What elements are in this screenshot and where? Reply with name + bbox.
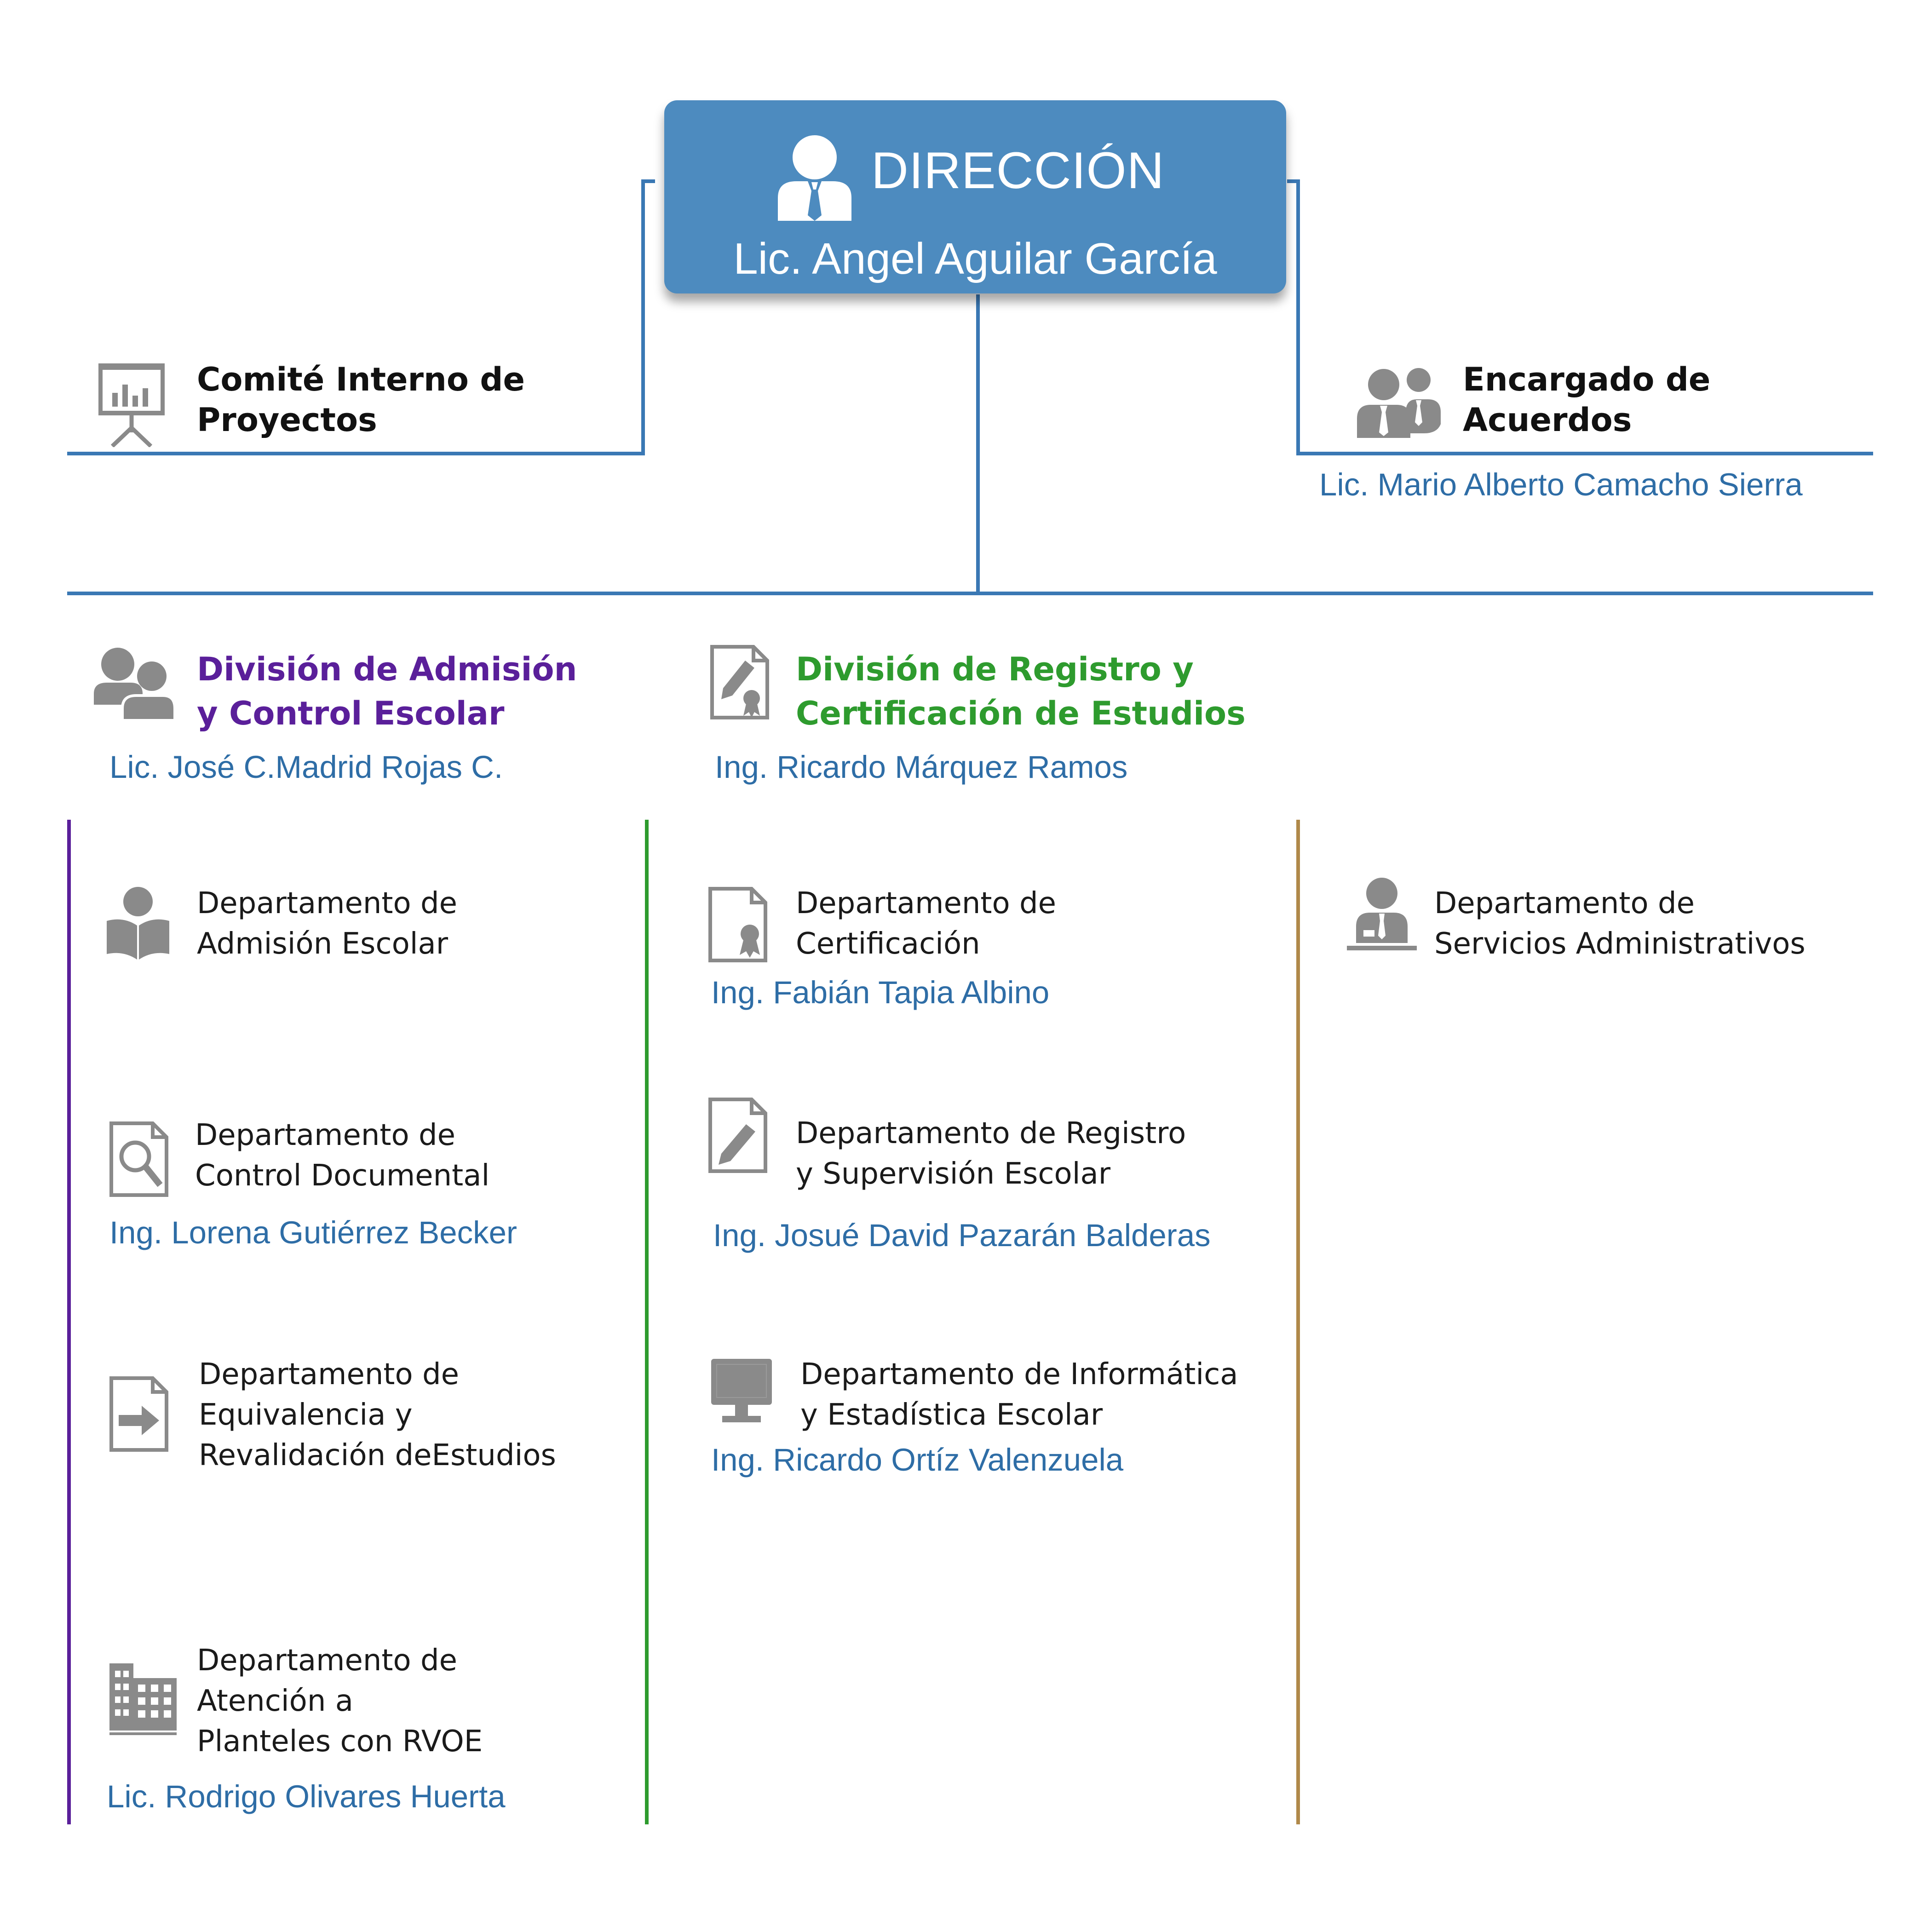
registro-dept-1-line2: Certificación (796, 927, 980, 961)
encargado-title-line2: Acuerdos (1463, 401, 1632, 439)
monitor-icon (709, 1357, 774, 1426)
director-icon (776, 133, 854, 221)
admision-title-line1: División de Admisión (197, 650, 577, 688)
column-line-administrativos (1296, 820, 1300, 1824)
admision-dept-4-line2: Atención a (197, 1684, 353, 1718)
encargado-person: Lic. Mario Alberto Camacho Sierra (1319, 467, 1803, 502)
admision-title-line2: y Control Escolar (197, 695, 505, 732)
administrativos-dept-1-line2: Servicios Administrativos (1434, 927, 1806, 961)
column-line-admision (67, 820, 71, 1824)
connector-left-horizontal (67, 452, 645, 455)
meeting-people-icon (1355, 364, 1443, 438)
administrativos-dept-1-line1: Departamento de (1434, 886, 1695, 920)
document-arrow-icon (109, 1375, 169, 1453)
connector-right-top-tick (1287, 179, 1300, 183)
connector-center-vertical (976, 294, 980, 594)
registro-dept-3-line1: Departamento de Informática (800, 1357, 1238, 1392)
document-edit-icon (707, 1097, 768, 1174)
connector-left-top-tick (641, 179, 655, 183)
presentation-board-icon (98, 363, 165, 447)
registro-title-line2: Certificación de Estudios (796, 695, 1246, 732)
comite-title-line1: Comité Interno de (197, 361, 525, 398)
direccion-title: DIRECCIÓN (871, 142, 1165, 199)
admision-dept-2-line2: Control Documental (195, 1159, 490, 1193)
reader-book-icon (105, 886, 171, 960)
registro-dept-3-line2: y Estadística Escolar (800, 1398, 1103, 1432)
building-icon (107, 1662, 178, 1737)
document-search-icon (109, 1121, 169, 1198)
comite-title-line2: Proyectos (197, 401, 377, 439)
direccion-name: Lic. Angel Aguilar García (733, 234, 1217, 283)
group-people-icon (94, 646, 175, 720)
admision-dept-3-line1: Departamento de (199, 1357, 459, 1392)
connector-right-horizontal (1296, 452, 1873, 455)
admision-dept-4-person: Lic. Rodrigo Olivares Huerta (107, 1779, 506, 1814)
certificate-edit-icon (709, 644, 770, 720)
connector-right-vertical (1296, 179, 1300, 455)
admision-person: Lic. José C.Madrid Rojas C. (109, 749, 503, 785)
admision-dept-4-line3: Planteles con RVOE (197, 1725, 483, 1759)
registro-person: Ing. Ricardo Márquez Ramos (715, 749, 1128, 785)
registro-dept-2-line2: y Supervisión Escolar (796, 1157, 1110, 1191)
admision-dept-1-line2: Admisión Escolar (197, 927, 448, 961)
admision-dept-4-line1: Departamento de (197, 1644, 457, 1678)
registro-dept-2-person: Ing. Josué David Pazarán Balderas (713, 1218, 1211, 1253)
registro-dept-1-person: Ing. Fabián Tapia Albino (711, 975, 1050, 1010)
registro-dept-2-line1: Departamento de Registro (796, 1116, 1186, 1150)
registro-dept-1-line1: Departamento de (796, 886, 1056, 920)
admision-dept-3-line2: Equivalencia y (199, 1398, 413, 1432)
connector-left-vertical (641, 179, 645, 455)
connector-main-horizontal (67, 592, 1873, 595)
registro-dept-3-person: Ing. Ricardo Ortíz Valenzuela (711, 1442, 1124, 1478)
admision-dept-2-person: Ing. Lorena Gutiérrez Becker (109, 1215, 517, 1250)
encargado-title-line1: Encargado de (1463, 361, 1711, 398)
admision-dept-3-line3: Revalidación deEstudios (199, 1438, 556, 1472)
column-line-registro (645, 820, 649, 1824)
desk-clerk-icon (1347, 877, 1417, 954)
certificate-document-icon (707, 886, 768, 963)
direccion-box: DIRECCIÓN Lic. Angel Aguilar García (664, 100, 1286, 293)
registro-title-line1: División de Registro y (796, 650, 1194, 688)
admision-dept-2-line1: Departamento de (195, 1118, 455, 1152)
admision-dept-1-line1: Departamento de (197, 886, 457, 920)
